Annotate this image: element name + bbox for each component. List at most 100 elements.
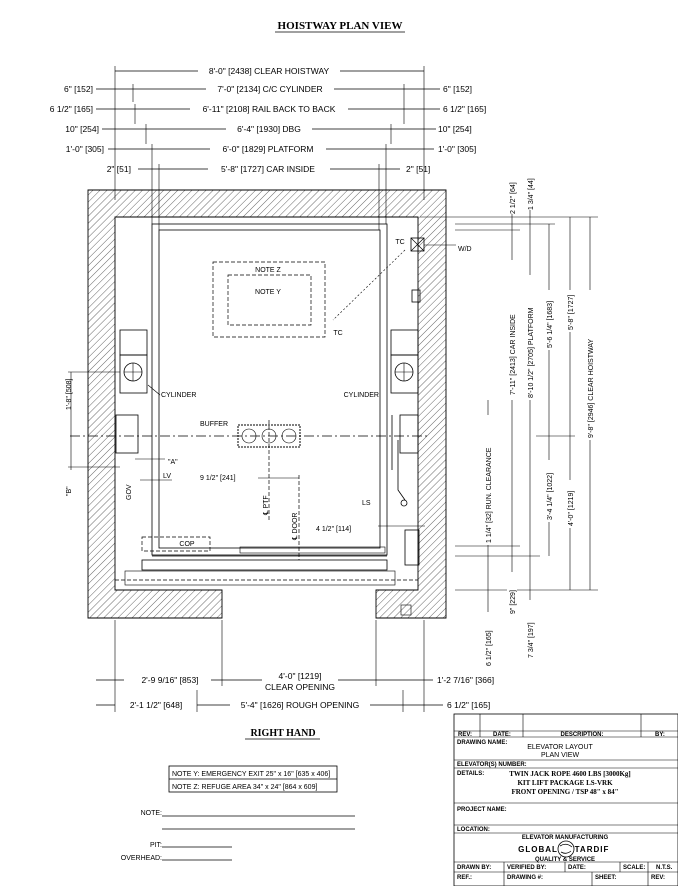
logo-left-text: GLOBAL (518, 845, 558, 854)
overhead-field-label: OVERHEAD: (121, 855, 162, 862)
notes-table: NOTE Y: EMERGENCY EXIT 25" x 16" [635 x … (168, 765, 338, 793)
left-rail-bracket (115, 414, 139, 454)
left-dimensions: 1'-8" [508] "B" (66, 371, 120, 496)
cylinder-left-label: CYLINDER (161, 392, 196, 399)
note-z-label: NOTE Z (255, 267, 281, 274)
left-cylinder (115, 329, 148, 454)
run-clearance-dim: 1 1/4" [32] RUN. CLEARANCE (486, 447, 493, 543)
cl-door-label: ℄ DOOR (292, 513, 299, 541)
dim-right: 6" [152] (443, 84, 472, 94)
cop-panel (141, 536, 211, 552)
drawing-title: HOISTWAY PLAN VIEW (278, 20, 403, 32)
note-y-row: NOTE Y: EMERGENCY EXIT 25" x 16" [635 x … (172, 771, 330, 778)
gov-label: GOV (126, 484, 133, 500)
hand-label: RIGHT HAND (250, 728, 315, 739)
lower-hoistway-dim: 4'-0" [1219] (568, 491, 575, 526)
clear-opening-dim: 4'-0" [1219] (279, 671, 322, 681)
dim-center: 6'-4" [1930] DBG (237, 124, 301, 134)
logo-top-text: ELEVATOR MANUFACTURING (522, 835, 609, 841)
dim-right: 10" [254] (438, 124, 472, 134)
drawn-by-label: DRAWN BY: (457, 865, 491, 871)
upper-hoistway-dim: 5'-8" [1727] (568, 295, 575, 330)
global-tardif-logo: ELEVATOR MANUFACTURING GLOBAL TARDIF QUA… (518, 835, 610, 863)
dim-left: 6 1/2" [165] (50, 104, 93, 114)
dim-center: 6'-11" [2108] RAIL BACK TO BACK (203, 104, 336, 114)
date-label: DATE: (568, 865, 586, 871)
drawing-name-line-2: PLAN VIEW (541, 752, 580, 759)
scale-value: N.T.S. (656, 865, 673, 871)
scale-label: SCALE: (623, 865, 645, 871)
top-gap2-dim: 1 3/4" [44] (528, 178, 535, 210)
dim-left: 2" [51] (107, 164, 131, 174)
details-line-2: KIT LIFT PACKAGE LS-VRK (517, 779, 613, 787)
project-name-label: PROJECT NAME: (457, 807, 507, 813)
ptf-offset-label: 9 1/2" [241] (200, 475, 236, 482)
cop-label: COP (179, 541, 195, 548)
drawing-name-line-1: ELEVATOR LAYOUT (527, 744, 593, 751)
tc-top-label: TC (395, 239, 404, 246)
dim-center: 6'-0" [1829] PLATFORM (223, 144, 314, 154)
cl-ptf-label: ℄ PTF (263, 495, 270, 516)
upper-platform-dim: 5'-6 1/4" [1683] (547, 301, 554, 348)
sheet-label: SHEET: (595, 875, 616, 881)
dim-right: 2" [51] (406, 164, 430, 174)
buffers (237, 424, 301, 448)
rev-label: REV: (651, 875, 665, 881)
right-rail-bracket (399, 414, 419, 454)
ref-label: REF.: (457, 875, 472, 881)
rough-opening-dim: 5'-4" [1626] ROUGH OPENING (241, 700, 359, 710)
left-rough-dim: 2'-1 1/2" [648] (130, 700, 182, 710)
pit-field-label: PIT: (150, 842, 162, 849)
drawing-number-label: DRAWING #: (507, 875, 543, 881)
dim-row-cylinder: 6" [152] 7'-0" [2134] C/C CYLINDER 6" [1… (64, 84, 472, 94)
sill (124, 570, 396, 586)
wall-devices (332, 237, 456, 566)
dim-row-dbg: 10" [254] 6'-4" [1930] DBG 10" [254] (65, 124, 472, 134)
logo-right-text: TARDIF (575, 845, 610, 854)
dim-left: 10" [254] (65, 124, 99, 134)
a-label: "A" (168, 459, 178, 466)
dim-left: 6" [152] (64, 84, 93, 94)
dim-row-rail: 6 1/2" [165] 6'-11" [2108] RAIL BACK TO … (50, 104, 486, 114)
date-header: DATE: (493, 732, 511, 738)
clear-opening-label: CLEAR OPENING (265, 682, 335, 692)
bottom-dimensions: 2'-9 9/16" [853] 4'-0" [1219] CLEAR OPEN… (96, 620, 494, 712)
dim-center: 7'-0" [2134] C/C CYLINDER (217, 84, 322, 94)
location-label: LOCATION: (457, 827, 490, 833)
note-field-label: NOTE: (141, 810, 162, 817)
logo-bottom-text: QUALITY & SERVICE (535, 857, 595, 863)
tc-bottom-label: TC (333, 330, 342, 337)
door-panels (141, 559, 388, 571)
lv-label: LV (163, 473, 171, 480)
b-dim-label: "B" (66, 486, 73, 496)
wd-label: W/D (458, 246, 472, 253)
hoistway-walls (87, 189, 447, 619)
wd-box (410, 237, 425, 252)
right-rough-dim: 6 1/2" [165] (447, 700, 490, 710)
title-block: REV: DATE: DESCRIPTION: BY: DRAWING NAME… (453, 713, 678, 886)
sill-1-dim: 6 1/2" [165] (486, 630, 493, 666)
dim-right: 6 1/2" [165] (443, 104, 486, 114)
details-label: DETAILS: (457, 771, 484, 777)
plan-labels: TC TC W/D CYLINDER CYLINDER BUFFER "A" L… (126, 239, 472, 541)
limit-switch (400, 499, 408, 507)
dim-row-car-inside: 2" [51] 5'-8" [1727] CAR INSIDE 2" [51] (107, 164, 431, 174)
top-dimensions: 8'-0" [2438] CLEAR HOISTWAY 6" [152] 7'-… (50, 66, 486, 174)
ls-label: LS (362, 500, 371, 507)
dim-row-platform: 1'-0" [305] 6'-0" [1829] PLATFORM 1'-0" … (66, 144, 476, 154)
elevator-car: NOTE Z NOTE Y COP (115, 223, 418, 616)
notes-fields: NOTE: PIT: OVERHEAD: (121, 810, 355, 862)
description-header: DESCRIPTION: (560, 732, 603, 738)
right-dimensions: 2 1/2" [64] 1 3/4" [44] 7'-11" [2413] CA… (420, 174, 598, 668)
dim-center: 5'-8" [1727] CAR INSIDE (221, 164, 315, 174)
top-gap-dim: 2 1/2" [64] (510, 182, 517, 214)
refuge-area-note-z (212, 261, 326, 338)
clear-hoistway-dim: 9'-8" [2946] CLEAR HOISTWAY (588, 339, 595, 438)
verified-by-label: VERIFIED BY: (507, 865, 546, 871)
dim-center: 8'-0" [2438] CLEAR HOISTWAY (209, 66, 330, 76)
dim-row-clear-hoistway: 8'-0" [2438] CLEAR HOISTWAY (115, 66, 424, 76)
emergency-exit-note-y (227, 274, 312, 326)
door-offset-label: 4 1/2" [114] (316, 526, 351, 533)
rail-offset-dim: 1'-8" [508] (66, 378, 73, 410)
